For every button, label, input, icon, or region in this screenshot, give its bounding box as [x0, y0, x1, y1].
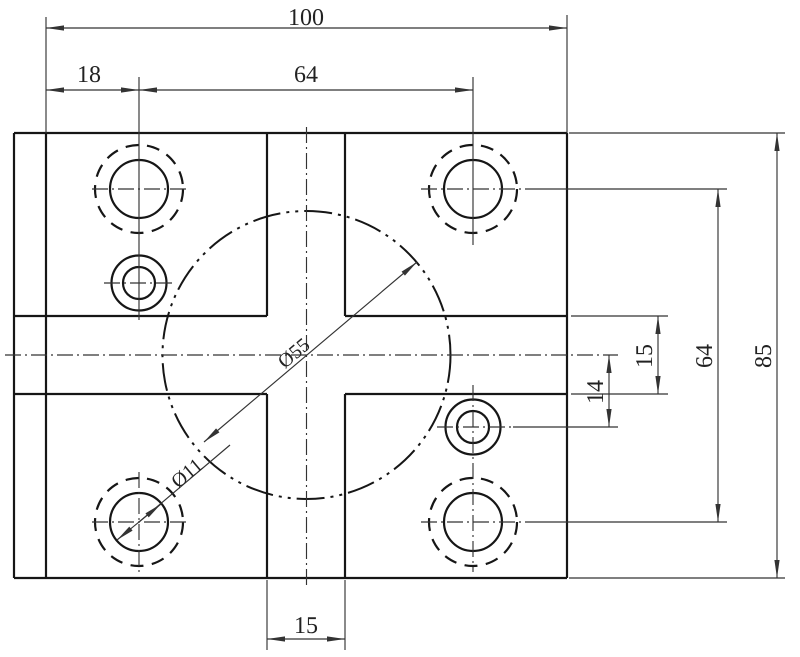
- dim-left-offset: 18: [77, 62, 101, 88]
- dim-leader-corner-hole: [138, 444, 231, 523]
- dim-corner-hole: Ø11: [167, 454, 207, 493]
- extension-lines: [45, 15, 785, 650]
- dim-hole-spacing-v: 64: [692, 344, 718, 368]
- dim-overall-height: 85: [751, 344, 777, 368]
- dim-overall-width: 100: [288, 5, 324, 31]
- dim-small-hole-offset: 14: [583, 380, 609, 404]
- dim-slot-width: 15: [294, 613, 318, 639]
- centerlines: [5, 127, 618, 586]
- dim-slot-height: 15: [632, 344, 658, 368]
- dimensions: 100 18 64 15 14 64 85 15 Ø55 Ø11: [46, 5, 780, 642]
- dim-line-center-bore: [203, 261, 418, 443]
- dim-center-bore: Ø55: [274, 334, 315, 373]
- dim-hole-spacing-h: 64: [294, 62, 318, 88]
